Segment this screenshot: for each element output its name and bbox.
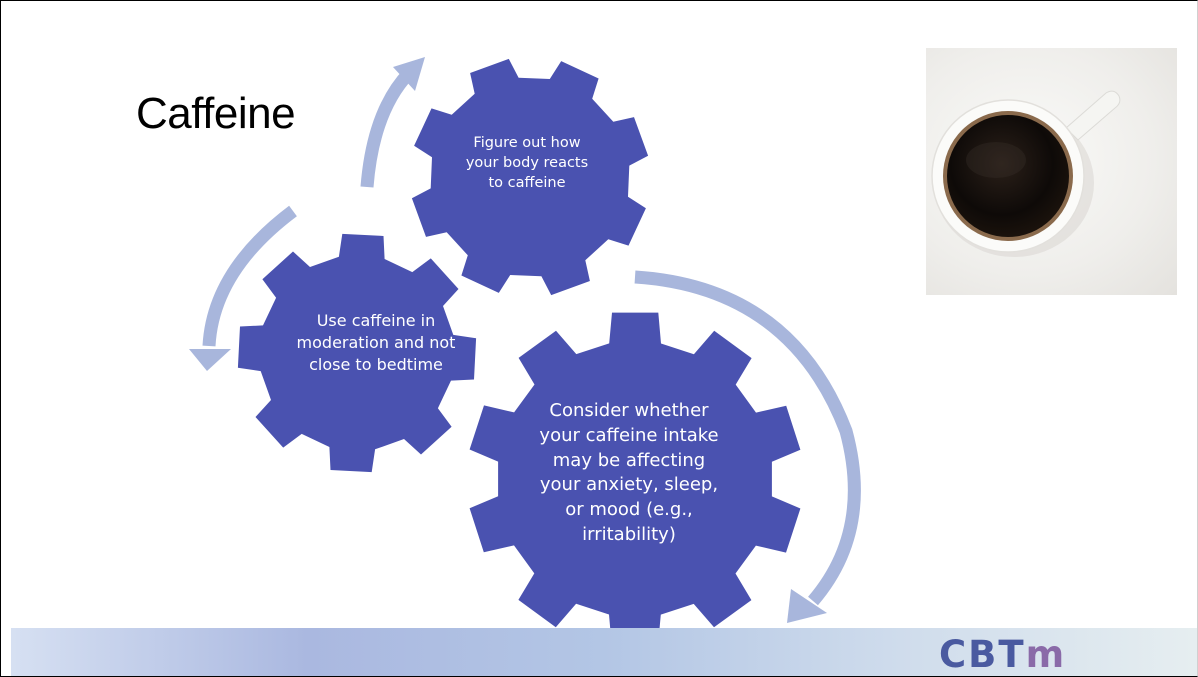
footer-band: [11, 628, 1197, 676]
gear-2-text: Use caffeine in moderation and not close…: [296, 311, 456, 375]
arrow-right: [634, 270, 861, 606]
arrow-top-head: [393, 57, 425, 91]
cycle-arrows: [189, 57, 861, 623]
coffee-cup-image: [926, 48, 1177, 295]
coffee-cup-icon: [931, 90, 1121, 257]
arrow-top: [360, 68, 414, 188]
arrow-right-head: [787, 589, 827, 623]
gear-right: [469, 312, 801, 646]
cbtm-logo: CBTm: [939, 633, 1067, 676]
gear-left: [237, 233, 477, 473]
gear-1-text: Figure out how your body reacts to caffe…: [465, 135, 589, 191]
slide-title: Caffeine: [136, 89, 296, 138]
gear-3-text: Consider whether your caffeine intake ma…: [539, 400, 719, 546]
arrow-left: [202, 205, 297, 347]
gear-top: [411, 58, 649, 296]
arrow-left-head: [189, 349, 231, 371]
gears: [237, 58, 801, 646]
